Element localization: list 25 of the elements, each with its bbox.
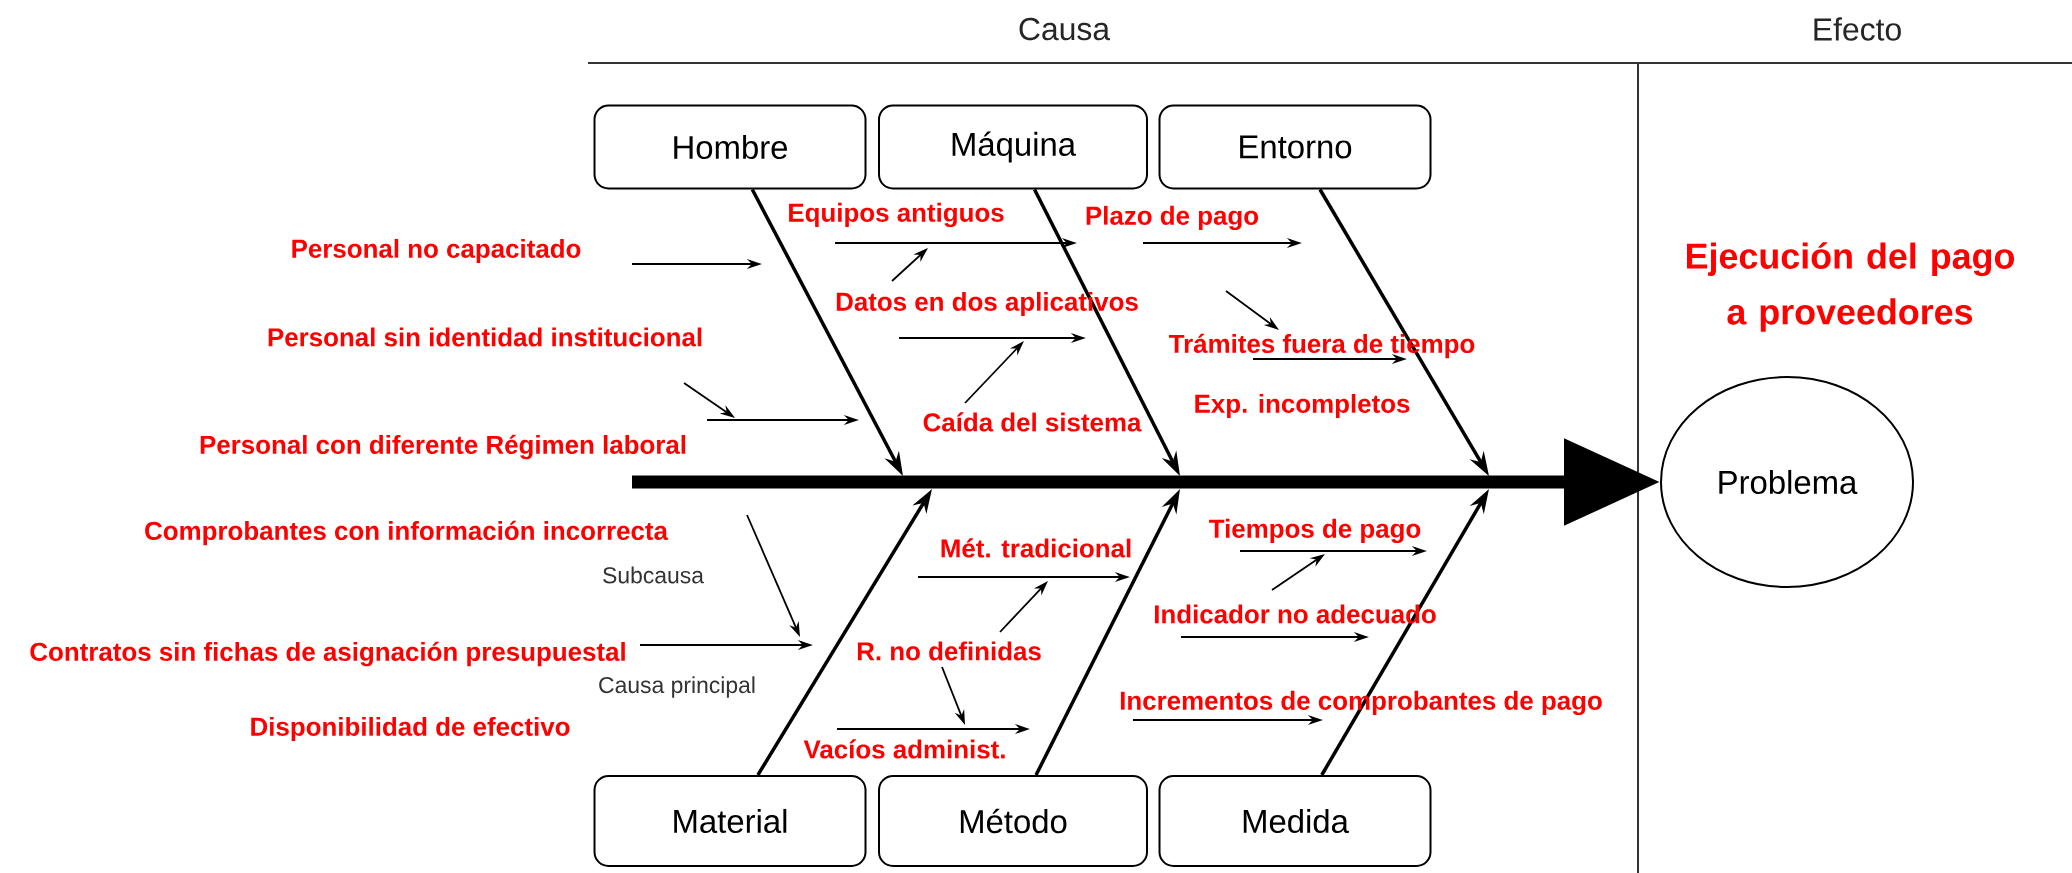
cause-label: Contratos sin fichas de asignación presupuestal: [30, 641, 625, 667]
cause-label: Vacíos administ.: [803, 739, 1005, 759]
column-header: Efecto: [1814, 17, 1901, 41]
category-box: Material: [593, 775, 867, 867]
cause-label: Equipos antiguos: [789, 202, 1004, 228]
cause-label: Caída del sistema: [923, 412, 1142, 432]
category-box: Medida: [1158, 775, 1432, 867]
annotation-text: Subcausa: [603, 566, 704, 584]
category-box: Entorno: [1158, 104, 1432, 190]
cause-label: Tiempos de pago: [1209, 518, 1421, 544]
category-box: Hombre: [593, 104, 867, 190]
cause-label: R. no definidas: [857, 641, 1041, 661]
category-box: Máquina: [878, 104, 1148, 190]
cause-label: Comprobantes con información incorrecta: [145, 520, 669, 546]
cause-label: Personal con diferente Régimen laboral: [200, 434, 686, 460]
cause-label: Disponibilidad de efectivo: [251, 716, 570, 742]
category-box: Método: [878, 775, 1148, 867]
cause-label: Personal sin identidad institucional: [268, 327, 702, 347]
effect-title: Ejecución del pago a proveedores: [1687, 242, 2014, 332]
annotation-text: Causa principal: [599, 676, 755, 698]
cause-label: Exp. incompletos: [1195, 393, 1410, 419]
cause-label: Mét. tradicional: [941, 538, 1131, 558]
column-header: Causa: [1019, 17, 1111, 41]
cause-label: Personal no capacitado: [292, 238, 581, 264]
cause-label: Plazo de pago: [1086, 205, 1259, 231]
